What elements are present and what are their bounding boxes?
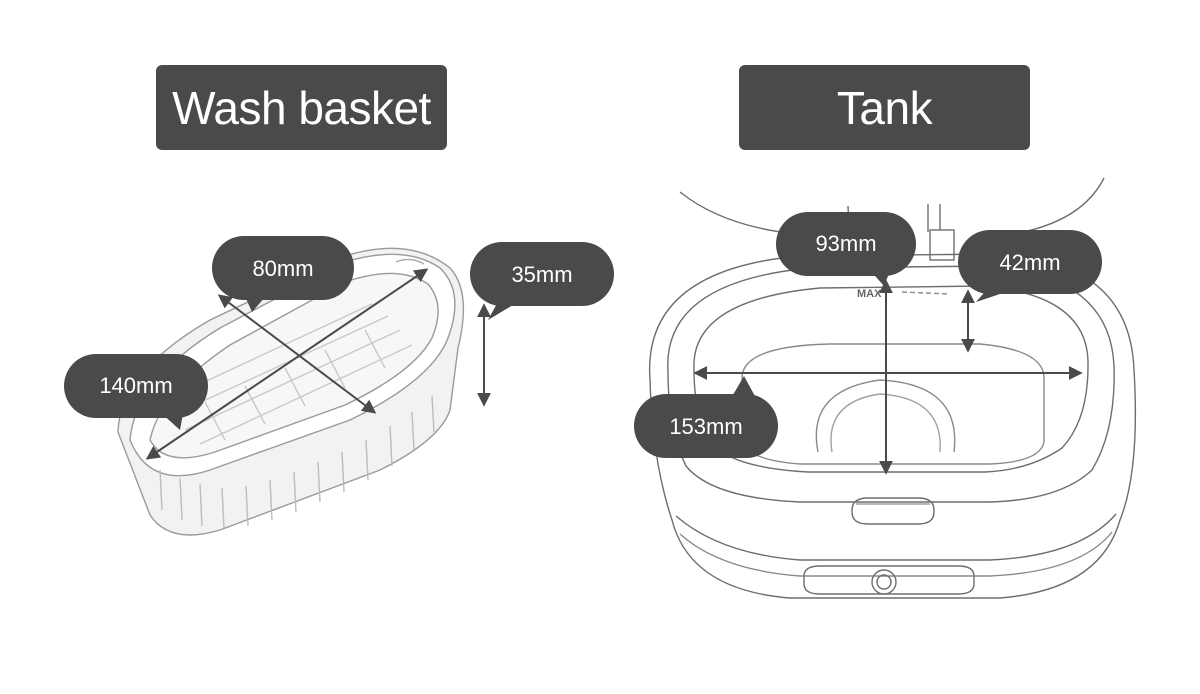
tank-max-depth-bubble: 42mm	[958, 230, 1102, 302]
tank-max-mark: MAX	[857, 288, 882, 300]
basket-height-bubble: 35mm	[470, 242, 614, 320]
basket-length-bubble: 140mm	[64, 354, 208, 430]
tank-length-bubble: 153mm	[634, 376, 778, 458]
basket-width-bubble: 80mm	[212, 236, 354, 312]
tank-depth-label: 93mm	[815, 231, 876, 256]
wash-basket-title: Wash basket	[156, 65, 447, 150]
basket-length-label: 140mm	[99, 373, 172, 398]
tank-title: Tank	[739, 65, 1030, 150]
tank-max-depth-label: 42mm	[999, 250, 1060, 275]
basket-height-label: 35mm	[511, 262, 572, 287]
basket-width-label: 80mm	[252, 256, 313, 281]
tank-length-label: 153mm	[669, 414, 742, 439]
tank-depth-bubble: 93mm	[776, 212, 916, 286]
